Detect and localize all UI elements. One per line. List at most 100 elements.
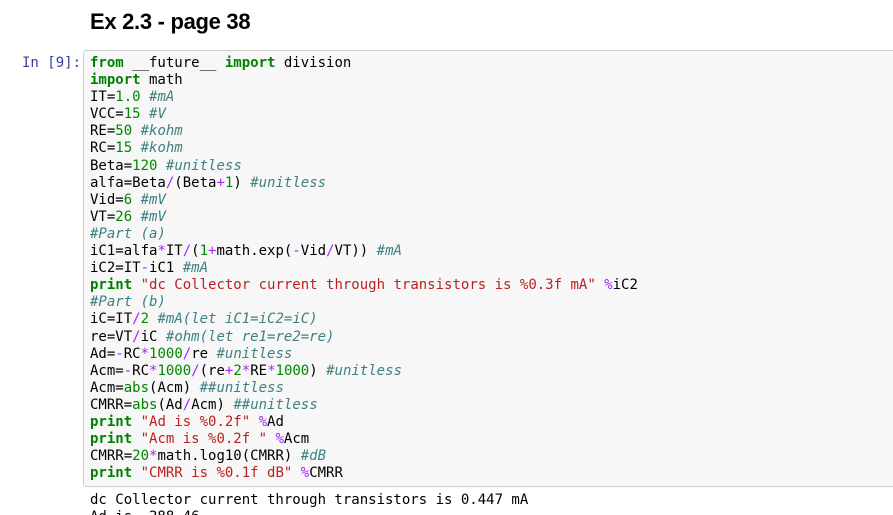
code-token-code-text: alfa=Beta	[90, 174, 166, 191]
code-token-code-text: RE=	[90, 123, 116, 140]
code-token-number: 15	[123, 106, 141, 123]
code-line: print "CMRR is %0.1f dB" %CMRR	[90, 465, 638, 482]
code-token-comment: #Part (b)	[90, 294, 166, 311]
code-token-keyword: import	[90, 72, 141, 89]
code-line: #Part (b)	[90, 294, 638, 311]
cell-output: dc Collector current through transistors…	[90, 492, 528, 515]
code-token-comment: #mV	[140, 208, 166, 225]
code-token-operator: +	[216, 174, 225, 191]
code-token-string: "dc Collector current through transistor…	[140, 277, 596, 294]
code-token-operator: *	[149, 448, 158, 465]
code-token-number: 120	[132, 157, 158, 174]
code-line: #Part (a)	[90, 226, 638, 243]
code-token-code-text	[132, 192, 140, 208]
code-token-code-text: (Acm)	[149, 379, 200, 396]
code-line: CMRR=20*math.log10(CMRR) #dB	[90, 448, 638, 465]
code-token-code-text	[132, 209, 140, 225]
code-token-code-text: re=VT	[90, 328, 133, 345]
code-token-code-text	[132, 123, 140, 139]
code-token-code-text: Ad	[267, 413, 284, 430]
code-token-operator: -	[115, 345, 124, 362]
code-token-code-text: iC2=IT	[90, 260, 141, 277]
code-token-comment: #unitless	[326, 362, 402, 379]
code-line: VCC=15 #V	[90, 106, 638, 123]
code-line: CMRR=abs(Ad/Acm) ##unitless	[90, 397, 638, 414]
code-cell[interactable]	[83, 50, 893, 487]
code-token-operator: *	[267, 362, 276, 379]
code-token-code-text: RC	[123, 345, 141, 362]
code-token-operator: *	[140, 345, 150, 362]
code-token-comment: #mA	[149, 89, 175, 106]
code-token-code-text	[132, 414, 140, 430]
code-token-keyword: print	[90, 431, 133, 448]
code-line: import math	[90, 72, 638, 89]
code-token-comment: #mV	[140, 191, 166, 208]
code-token-code-text: (Beta	[174, 174, 217, 191]
code-token-operator: /	[182, 396, 192, 413]
code-token-code-text: CMRR=	[90, 448, 133, 465]
code-token-operator: /	[165, 174, 175, 191]
code-token-operator: +	[224, 362, 234, 379]
code-line: print "Ad is %0.2f" %Ad	[90, 414, 638, 431]
code-token-code-text	[157, 158, 165, 174]
code-line: iC=IT/2 #mA(let iC1=iC2=iC)	[90, 311, 638, 328]
code-token-code-text	[132, 140, 140, 156]
code-token-comment: #unitless	[165, 157, 242, 174]
code-token-string: "Acm is %0.2f "	[140, 431, 268, 448]
code-token-operator: +	[208, 243, 217, 260]
code-token-code-text: iC=IT	[90, 311, 133, 328]
code-line: alfa=Beta/(Beta+1) #unitless	[90, 175, 638, 192]
code-token-keyword: print	[90, 413, 133, 430]
code-token-code-text: iC1	[149, 260, 183, 277]
code-token-code-text	[141, 106, 149, 122]
code-line: IT=1.0 #mA	[90, 89, 638, 106]
code-token-operator: /	[132, 328, 141, 345]
code-token-code-text: RE	[250, 362, 268, 379]
code-token-number: 1	[224, 174, 234, 191]
code-token-code-text: iC2	[612, 277, 638, 294]
code-token-string: "CMRR is %0.1f dB"	[140, 465, 293, 482]
code-line: VT=26 #mV	[90, 209, 638, 226]
code-token-code-text: Acm	[283, 431, 310, 448]
code-line: from __future__ import division	[90, 55, 638, 72]
code-token-operator: %	[258, 413, 268, 430]
code-token-code-text: Acm=	[90, 379, 124, 396]
code-token-code-text: )	[233, 174, 251, 191]
code-token-comment: #Part (a)	[90, 225, 166, 242]
code-token-code-text: Vid=	[90, 191, 124, 208]
code-token-code-text: math	[140, 72, 183, 89]
code-token-operator: %	[300, 465, 310, 482]
code-token-comment: #ohm(let re1=re2=re)	[165, 328, 335, 345]
code-token-code-text: re	[191, 345, 217, 362]
code-token-code-text: Vid	[300, 243, 327, 260]
code-token-operator: %	[604, 277, 613, 294]
code-token-comment: #unitless	[250, 174, 327, 191]
code-line: print "Acm is %0.2f " %Acm	[90, 431, 638, 448]
code-token-code-text: CMRR=	[90, 396, 133, 413]
code-token-code-text: division	[275, 55, 352, 71]
code-token-comment: #mA	[376, 243, 402, 260]
code-token-code-text: )	[309, 362, 327, 379]
code-token-number: 1.0	[115, 89, 141, 106]
code-token-operator: /	[182, 345, 192, 362]
code-token-number: 1000	[275, 362, 310, 379]
code-token-code-text: math.log10(CMRR)	[157, 448, 301, 465]
code-token-operator: /	[191, 362, 200, 379]
code-token-code-text	[596, 277, 604, 293]
code-token-builtin: abs	[123, 379, 150, 396]
code-token-number: 15	[115, 140, 133, 157]
code-token-builtin: abs	[132, 396, 158, 413]
code-line: iC1=alfa*IT/(1+math.exp(-Vid/VT)) #mA	[90, 243, 638, 260]
code-token-comment: #V	[149, 106, 166, 123]
code-token-code-text: Acm)	[191, 396, 234, 413]
code-token-keyword: import	[224, 55, 276, 71]
code-token-code-text: IT=	[90, 89, 116, 106]
code-token-operator: /	[326, 243, 335, 260]
code-token-code-text	[292, 465, 300, 481]
code-token-operator: /	[182, 243, 192, 260]
code-token-code-text	[141, 89, 149, 105]
code-token-comment: #unitless	[216, 345, 293, 362]
code-token-code-text: VT))	[334, 243, 377, 260]
code-token-operator: *	[241, 362, 251, 379]
